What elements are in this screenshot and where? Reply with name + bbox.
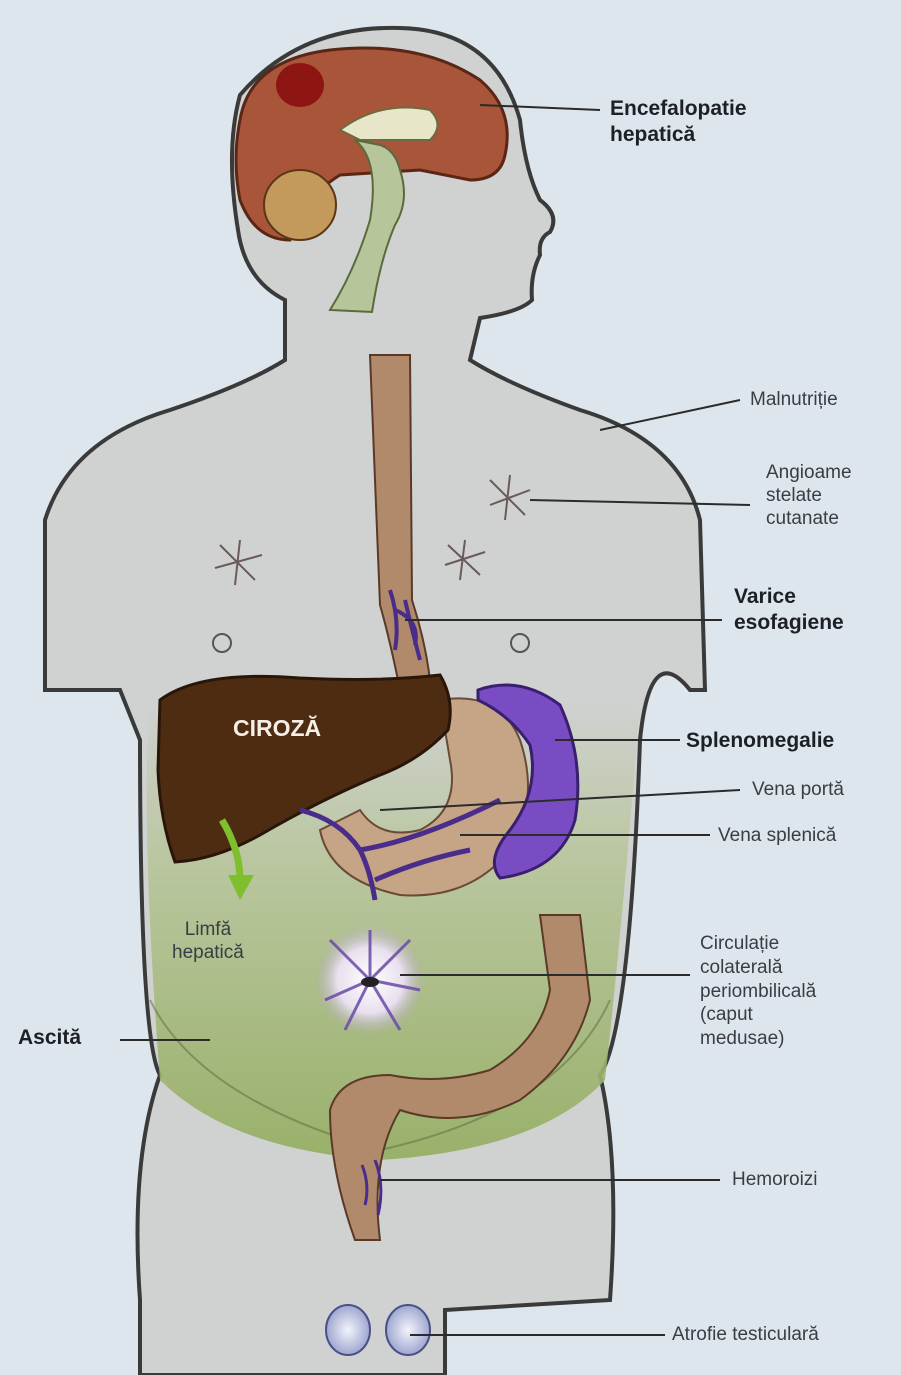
label-vena-porta: Vena portă: [752, 778, 844, 801]
label-circulatie: Circulație colaterală periombilicală (ca…: [700, 932, 816, 1051]
label-atrofie: Atrofie testiculară: [672, 1323, 819, 1346]
label-angioame-line3: cutanate: [766, 507, 852, 530]
label-limfa: Limfă hepatică: [172, 918, 244, 964]
label-angioame: Angioame stelate cutanate: [766, 461, 852, 531]
label-encefalopatie-line2: hepatică: [610, 122, 747, 148]
label-vena-splenica: Vena splenică: [718, 824, 836, 847]
label-hemoroizi: Hemoroizi: [732, 1168, 818, 1191]
caput-medusae-icon: [315, 925, 425, 1035]
label-encefalopatie-line1: Encefalopatie: [610, 96, 747, 122]
label-circulatie-line4: (caput: [700, 1003, 816, 1027]
label-circulatie-line3: periombilicală: [700, 980, 816, 1004]
label-varice-line2: esofagiene: [734, 610, 844, 636]
label-varice: Varice esofagiene: [734, 584, 844, 635]
label-malnutritie: Malnutriție: [750, 388, 838, 411]
label-limfa-line1: Limfă: [172, 918, 244, 941]
label-angioame-line1: Angioame: [766, 461, 852, 484]
label-ascita: Ascită: [18, 1025, 81, 1051]
label-limfa-line2: hepatică: [172, 941, 244, 964]
label-angioame-line2: stelate: [766, 484, 852, 507]
label-varice-line1: Varice: [734, 584, 844, 610]
label-circulatie-line1: Circulație: [700, 932, 816, 956]
label-encefalopatie: Encefalopatie hepatică: [610, 96, 747, 147]
cirrhosis-label: CIROZĂ: [233, 715, 321, 742]
label-splenomegalie: Splenomegalie: [686, 728, 834, 754]
label-circulatie-line5: medusae): [700, 1027, 816, 1051]
label-circulatie-line2: colaterală: [700, 956, 816, 980]
